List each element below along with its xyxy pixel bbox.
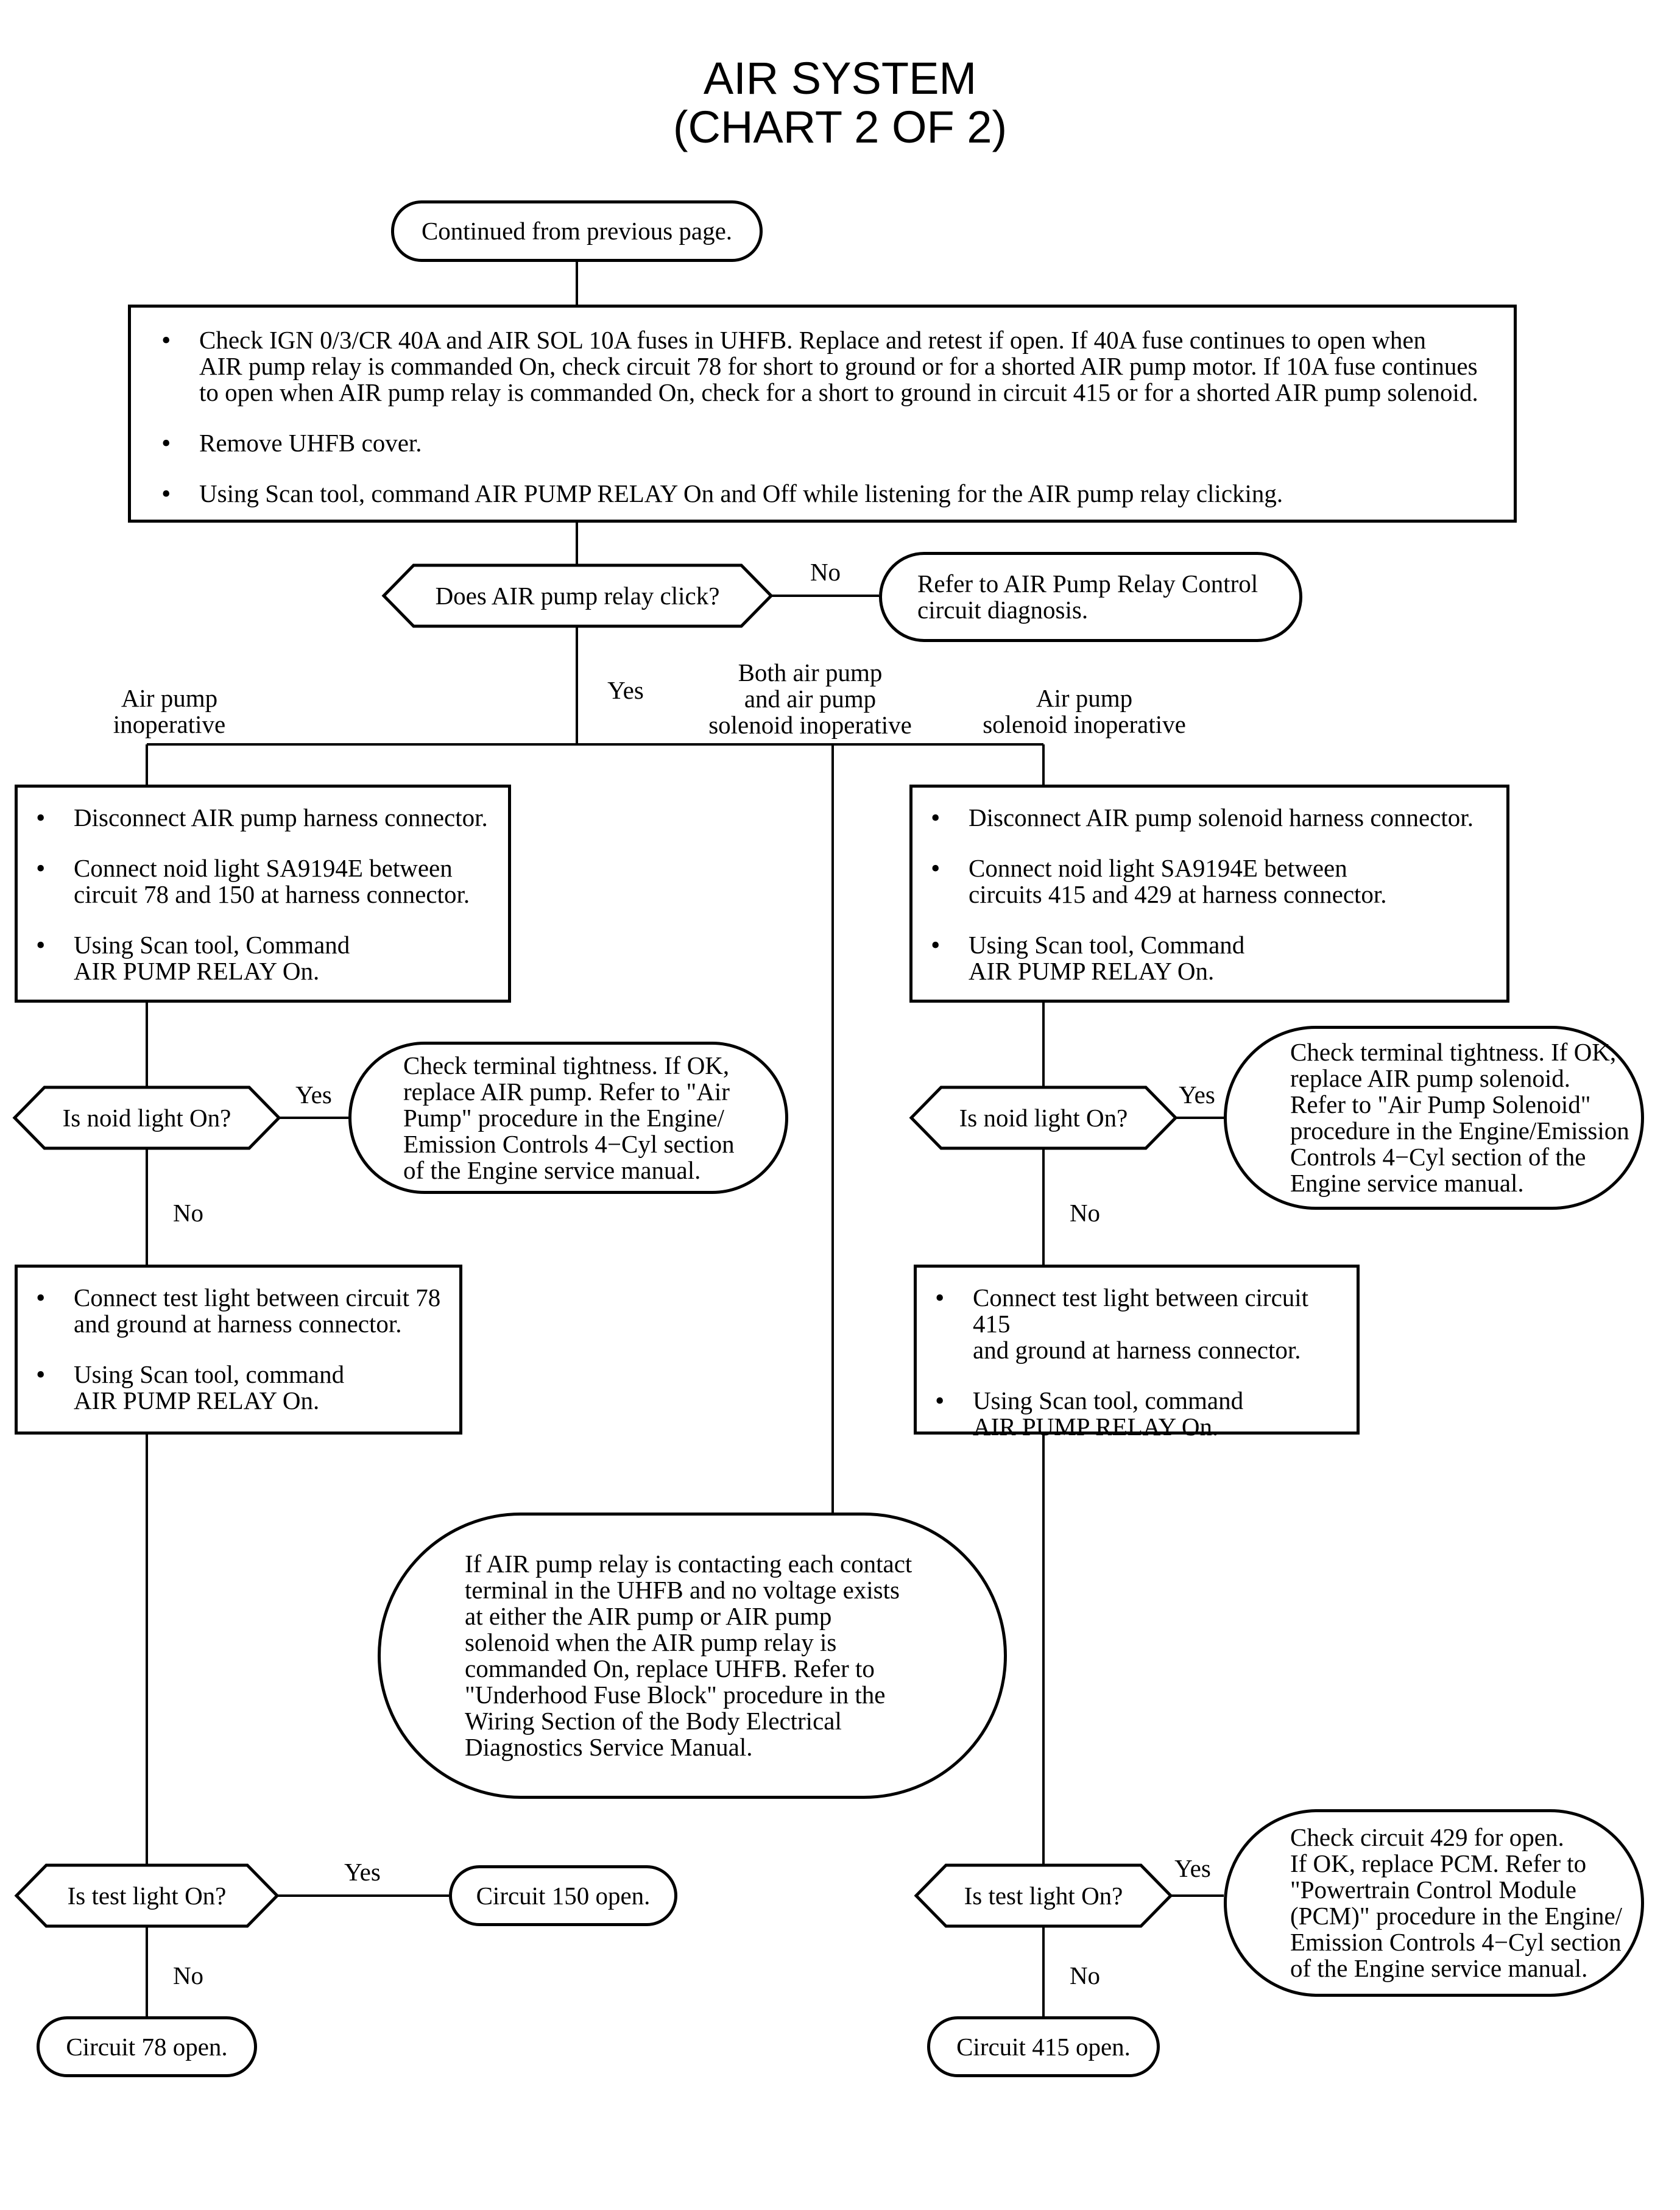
right-decision-noid-shape: [909, 1086, 1178, 1150]
branch-label-solenoid: Air pump solenoid inoperative: [983, 684, 1186, 738]
right-step2-item-command: Using Scan tool, command AIR PUMP RELAY …: [923, 1388, 1350, 1440]
right-noid-no-label: No: [1069, 1199, 1101, 1227]
left-noid-yes-result-text: Check terminal tightness. If OK, replace…: [403, 1051, 735, 1184]
branch-label-both: Both air pump and air pump solenoid inop…: [708, 658, 912, 739]
left-decision-noid-shape: [12, 1086, 281, 1150]
right-decision-noid-text: Is noid light On?: [959, 1104, 1128, 1132]
right-test-no-label: No: [1069, 1961, 1101, 1989]
middle-result-text: If AIR pump relay is contacting each con…: [465, 1550, 912, 1761]
step1-item-remove-cover: Remove UHFB cover.: [149, 430, 1502, 457]
right-test-yes-label: Yes: [1174, 1854, 1211, 1882]
right-test-no-result: Circuit 415 open.: [927, 2016, 1160, 2077]
left-test-yes-result: Circuit 150 open.: [449, 1865, 677, 1926]
relay-no-label: No: [810, 558, 841, 586]
left-step2-item-command: Using Scan tool, command AIR PUMP RELAY …: [24, 1361, 453, 1414]
step1-item-fuses: Check IGN 0/3/CR 40A and AIR SOL 10A fus…: [149, 327, 1502, 406]
branch-label-air-pump: Air pump inoperative: [113, 684, 226, 738]
left-step1-box: Disconnect AIR pump harness connector. C…: [15, 785, 511, 1003]
right-test-yes-result-text: Check circuit 429 for open. If OK, repla…: [1290, 1823, 1623, 1982]
right-noid-yes-result-text: Check terminal tightness. If OK, replace…: [1290, 1038, 1629, 1197]
step1-box: Check IGN 0/3/CR 40A and AIR SOL 10A fus…: [128, 305, 1517, 523]
left-noid-no-label: No: [172, 1199, 204, 1227]
right-step1-item-noid: Connect noid light SA9194E between circu…: [919, 855, 1500, 908]
right-noid-yes-result: Check terminal tightness. If OK, replace…: [1224, 1026, 1644, 1210]
left-step2-item-test-light: Connect test light between circuit 78 an…: [24, 1285, 453, 1337]
start-terminal: Continued from previous page.: [391, 200, 763, 262]
left-test-no-result: Circuit 78 open.: [37, 2016, 257, 2077]
left-test-no-label: No: [172, 1961, 204, 1989]
relay-no-result-text: Refer to AIR Pump Relay Control circuit …: [917, 570, 1258, 624]
chart-subtitle: (CHART 2 OF 2): [672, 102, 1008, 152]
left-step2-box: Connect test light between circuit 78 an…: [15, 1265, 462, 1435]
left-step1-item-command: Using Scan tool, Command AIR PUMP RELAY …: [24, 932, 502, 984]
left-decision-test-text: Is test light On?: [67, 1882, 227, 1910]
chart-title: AIR SYSTEM: [703, 53, 977, 104]
left-test-yes-label: Yes: [344, 1858, 381, 1886]
decision-relay-shape: [381, 563, 774, 628]
right-decision-test-text: Is test light On?: [964, 1882, 1123, 1910]
left-decision-test-shape: [14, 1863, 280, 1928]
right-step2-item-test-light: Connect test light between circuit 415 a…: [923, 1285, 1350, 1363]
right-test-yes-result: Check circuit 429 for open. If OK, repla…: [1224, 1809, 1644, 1997]
left-step1-item-disconnect: Disconnect AIR pump harness connector.: [24, 805, 502, 831]
left-noid-yes-label: Yes: [295, 1081, 332, 1109]
left-decision-noid-text: Is noid light On?: [62, 1104, 231, 1132]
step1-item-command-relay: Using Scan tool, command AIR PUMP RELAY …: [149, 481, 1502, 507]
decision-relay-text: Does AIR pump relay click?: [435, 582, 720, 610]
left-step1-item-noid: Connect noid light SA9194E between circu…: [24, 855, 502, 908]
relay-no-result: Refer to AIR Pump Relay Control circuit …: [879, 552, 1302, 642]
right-step1-item-command: Using Scan tool, Command AIR PUMP RELAY …: [919, 932, 1500, 984]
right-step1-box: Disconnect AIR pump solenoid harness con…: [909, 785, 1509, 1003]
right-step2-box: Connect test light between circuit 415 a…: [914, 1265, 1360, 1440]
right-step1-item-disconnect: Disconnect AIR pump solenoid harness con…: [919, 805, 1500, 831]
right-noid-yes-label: Yes: [1179, 1081, 1215, 1109]
relay-yes-label: Yes: [607, 676, 644, 704]
left-noid-yes-result: Check terminal tightness. If OK, replace…: [348, 1042, 788, 1194]
middle-result: If AIR pump relay is contacting each con…: [378, 1513, 1007, 1799]
right-decision-test-shape: [914, 1863, 1173, 1928]
